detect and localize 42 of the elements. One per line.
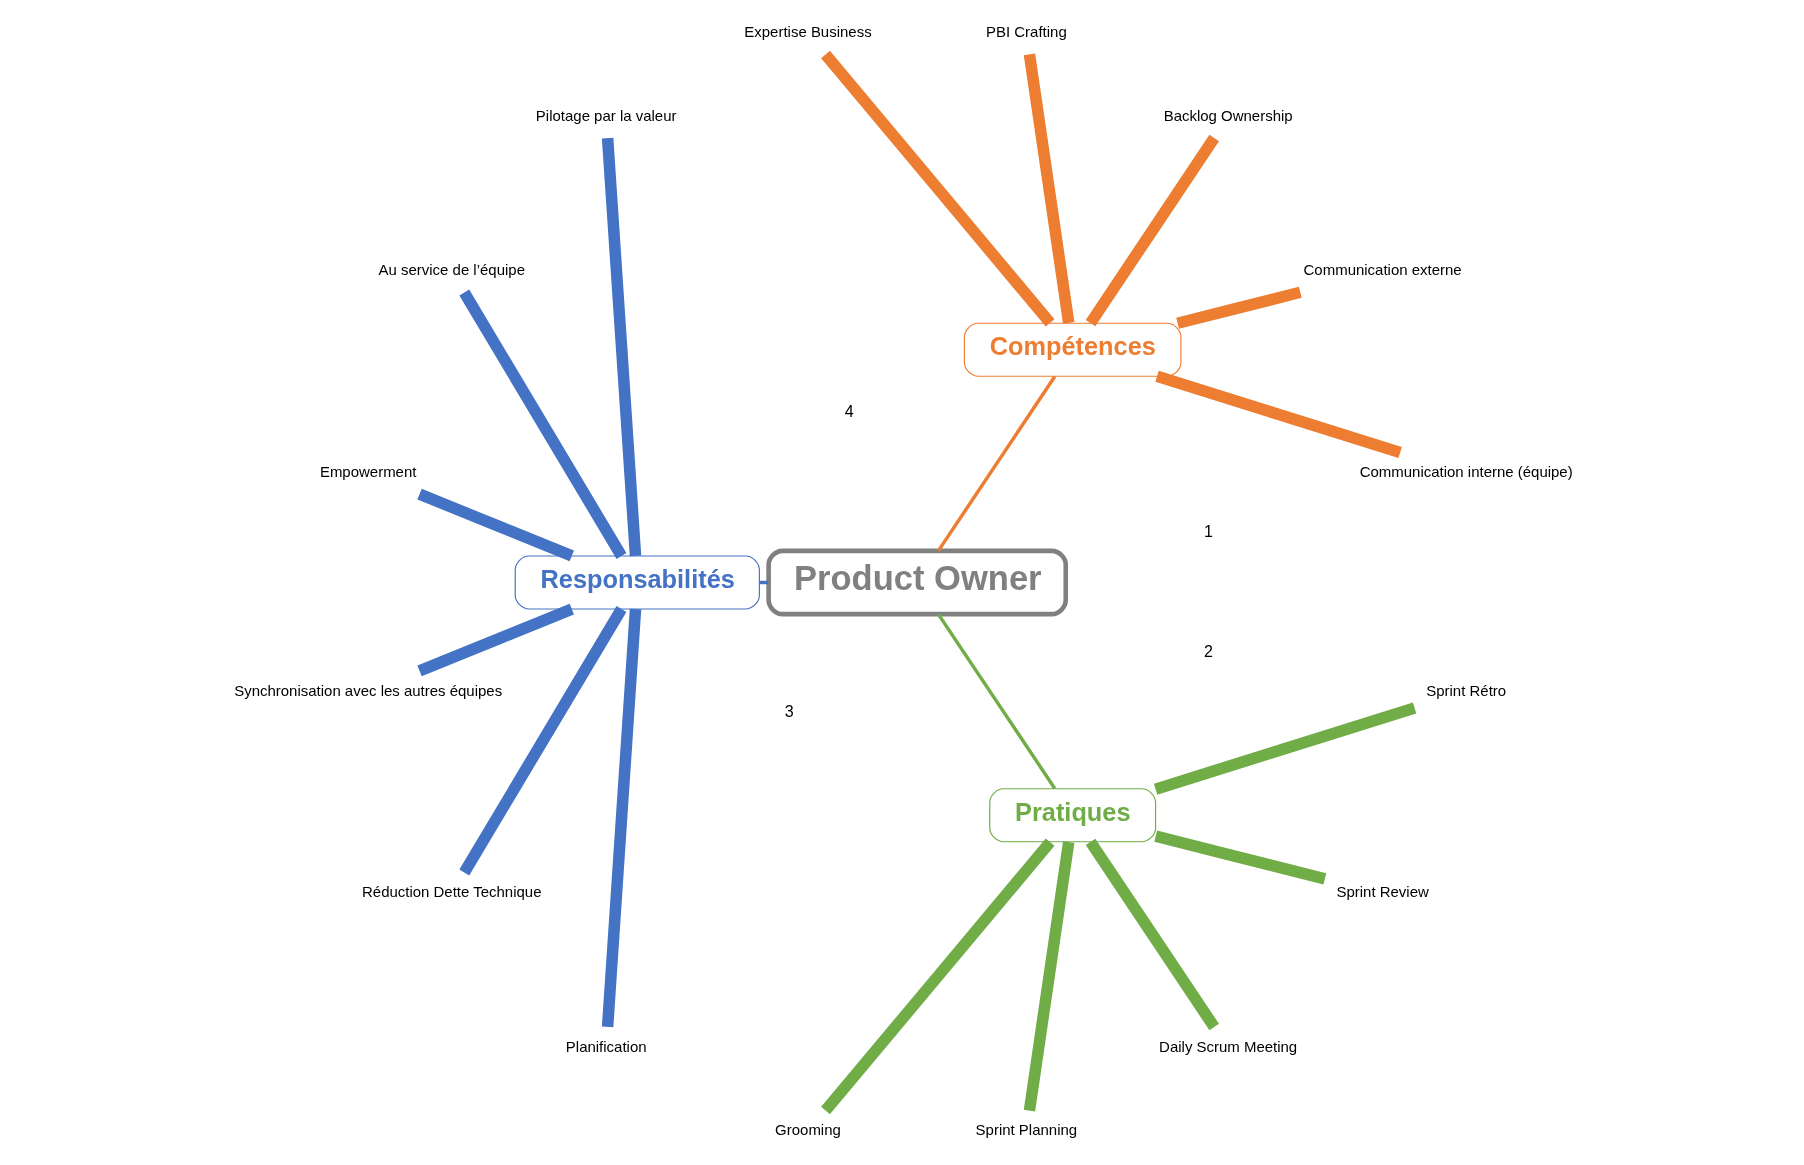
node-text: Sprint Rétro bbox=[1425, 681, 1506, 699]
node-text: Réduction Dette Technique bbox=[361, 883, 541, 901]
node-box: Compétences bbox=[963, 322, 1181, 377]
connector bbox=[1175, 286, 1302, 329]
label: 4 bbox=[844, 402, 854, 421]
connector bbox=[1023, 53, 1074, 324]
connector bbox=[1153, 830, 1326, 885]
connector bbox=[1023, 841, 1074, 1112]
node-text: Grooming bbox=[774, 1121, 841, 1139]
connector bbox=[601, 608, 641, 1028]
node-box: Pratiques bbox=[988, 788, 1156, 843]
connector bbox=[820, 50, 1055, 327]
node-text: PBI Crafting bbox=[985, 23, 1067, 41]
node-text: Planification bbox=[565, 1037, 647, 1055]
node-text: Backlog Ownership bbox=[1163, 106, 1293, 124]
connector bbox=[1154, 370, 1402, 459]
node-text: Au service de l’équipe bbox=[378, 261, 525, 279]
node-text: Synchronisation avec les autres équipes bbox=[233, 681, 502, 699]
node-text: Daily Scrum Meeting bbox=[1158, 1037, 1297, 1055]
connector bbox=[601, 137, 641, 557]
connector bbox=[936, 613, 1056, 790]
node-box: Responsabilités bbox=[514, 555, 760, 610]
node-text: Sprint Review bbox=[1335, 883, 1429, 901]
label: 2 bbox=[1203, 642, 1213, 661]
connector bbox=[1153, 702, 1416, 795]
connector bbox=[936, 375, 1056, 552]
connector bbox=[416, 488, 574, 562]
node-text: Pilotage par la valeur bbox=[535, 106, 677, 124]
label: 1 bbox=[1203, 522, 1213, 541]
node-text: Sprint Planning bbox=[975, 1121, 1077, 1139]
node-text: Communication externe bbox=[1303, 261, 1462, 279]
connector bbox=[820, 838, 1055, 1115]
connector bbox=[1085, 838, 1219, 1031]
label: 3 bbox=[784, 701, 794, 720]
node-text: Empowerment bbox=[319, 463, 416, 481]
connector bbox=[1085, 134, 1219, 327]
connector bbox=[458, 289, 626, 559]
node-text: Communication interne (équipe) bbox=[1359, 463, 1573, 481]
node-box: Product Owner bbox=[765, 548, 1068, 617]
connector bbox=[416, 603, 574, 677]
node-text: Expertise Business bbox=[743, 23, 872, 41]
connector bbox=[458, 606, 626, 876]
